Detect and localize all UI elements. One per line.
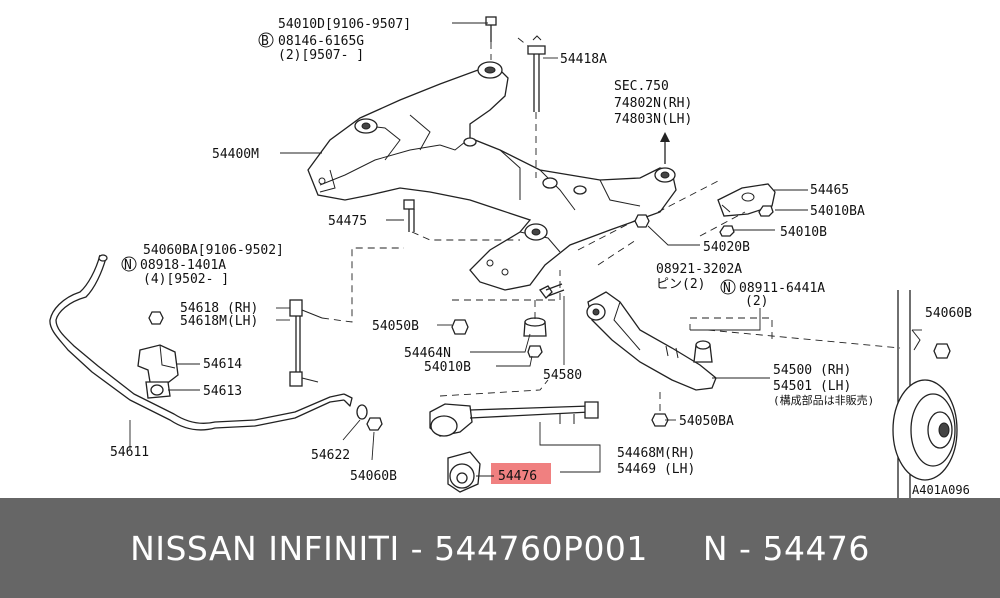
label-54010ba: 54010BA (810, 204, 865, 219)
label-54580: 54580 (543, 368, 582, 383)
label-54050ba: 54050BA (679, 414, 734, 429)
label-54060ba: 54060BA[9106-9502] (143, 243, 284, 258)
arrow-sec750 (660, 132, 670, 164)
label-08146: 08146-6165G (278, 34, 364, 49)
crossmember-54400m (307, 61, 677, 291)
label-08918: 08918-1401A (140, 258, 226, 273)
label-4-9502: (4)[9502- ] (143, 272, 229, 287)
label-54465: 54465 (810, 183, 849, 198)
wheel-hub (892, 290, 958, 498)
label-54010d: 54010D[9106-9507] (278, 17, 411, 32)
bracket-54465 (657, 179, 776, 237)
footer-part-number: NISSAN INFINITI - 544760P001 N - 54476 (130, 528, 870, 568)
label-08921: 08921-3202A (656, 262, 742, 277)
label-54418a: 54418A (560, 52, 607, 67)
label-54500-rh: 54500 (RH) (773, 363, 851, 378)
bushing-54464n (523, 300, 547, 358)
nut-54020b (577, 214, 650, 266)
label-54464n: 54464N (404, 346, 451, 361)
label-74803n: 74803N(LH) (614, 112, 692, 127)
label-2b: (2) (745, 294, 768, 309)
circled-markers (121, 32, 736, 295)
link-54618 (289, 247, 404, 387)
circle-b-letter: B (261, 34, 269, 49)
label-54501-lh: 54501 (LH) (773, 379, 851, 394)
circle-n-letter: N (124, 258, 132, 273)
label-54010b-mid: 54010B (424, 360, 471, 375)
label-2-9507: (2)[9507- ] (278, 48, 364, 63)
footer-bar: NISSAN INFINITI - 544760P001 N - 54476 (0, 498, 1000, 598)
nut-54060ba (148, 311, 164, 325)
highlight-54476 (491, 463, 551, 484)
label-54400m: 54400M (212, 147, 259, 162)
clamp-54614 (137, 344, 179, 386)
label-08911: 08911-6441A (739, 281, 825, 296)
leader-lines (129, 22, 922, 477)
label-74802n: 74802N(RH) (614, 96, 692, 111)
bolt-54475 (403, 199, 520, 241)
label-note: (構成部品は非販売) (773, 393, 874, 407)
washer-54622 (356, 404, 368, 420)
label-54618-rh: 54618 (RH) (180, 301, 258, 316)
label-54060b-right: 54060B (925, 306, 972, 321)
label-54614: 54614 (203, 357, 242, 372)
bolt-54580 (539, 283, 565, 299)
diagram-svg: B N N 54010D[9106-9507] 08146-6165G (2)[… (49, 16, 972, 498)
label-54611: 54611 (110, 445, 149, 460)
nut-54050ba (651, 413, 669, 427)
bolt-54010d (485, 16, 497, 60)
stud-54418a (517, 35, 546, 178)
stabilizer-54611 (49, 254, 353, 431)
label-54020b: 54020B (703, 240, 750, 255)
label-54060b-bottom: 54060B (350, 469, 397, 484)
label-54468m-rh: 54468M(RH) (617, 446, 695, 461)
lower-arm-54500 (586, 291, 901, 412)
label-54475: 54475 (328, 214, 367, 229)
parts-diagram: B N N 54010D[9106-9507] 08146-6165G (2)[… (49, 16, 973, 498)
label-54469-lh: 54469 (LH) (617, 462, 695, 477)
circle-n-letter-2: N (723, 281, 731, 296)
label-54476: 54476 (498, 469, 537, 484)
nut-54050b (451, 270, 561, 335)
nut-54060b (366, 417, 383, 431)
bushing-54476 (447, 451, 481, 493)
label-sec750: SEC.750 (614, 79, 669, 94)
label-54613: 54613 (203, 384, 242, 399)
label-pin: ピン(2) (656, 277, 705, 292)
label-54622: 54622 (311, 448, 350, 463)
label-54050b: 54050B (372, 319, 419, 334)
label-diagram-code: A401A096 (912, 483, 970, 497)
label-54618m-lh: 54618M(LH) (180, 314, 258, 329)
bushing-54613 (145, 381, 171, 399)
label-54010b-top: 54010B (780, 225, 827, 240)
tension-rod-54468m (429, 379, 599, 437)
